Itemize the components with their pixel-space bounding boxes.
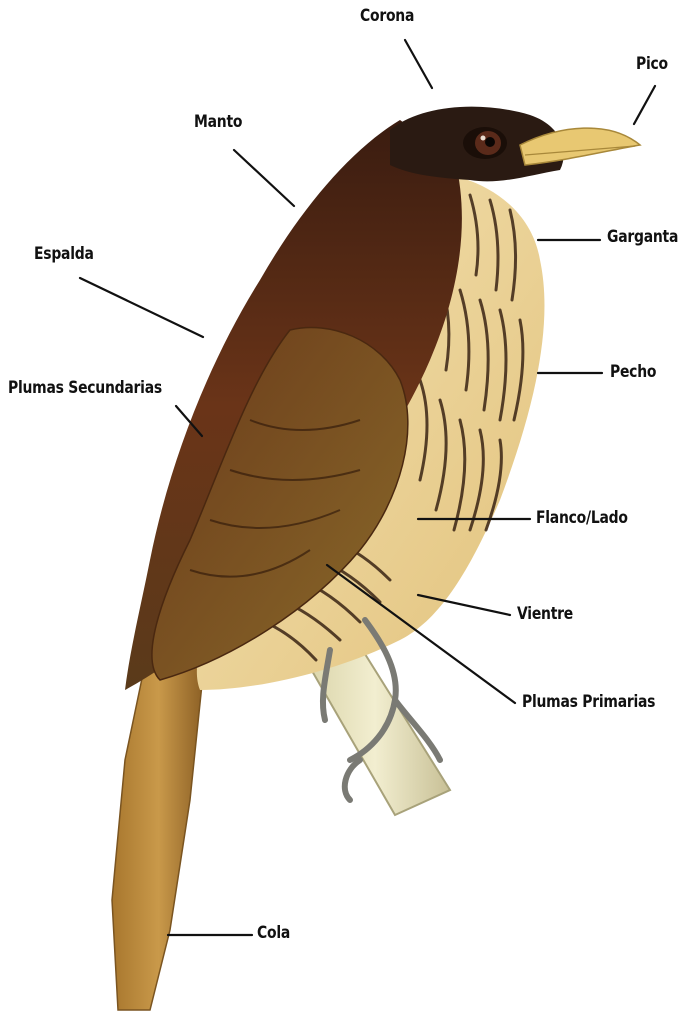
label-garganta: Garganta (607, 227, 678, 247)
leader-manto (234, 150, 294, 206)
label-pico: Pico (636, 54, 668, 74)
label-corona: Corona (360, 6, 414, 26)
leader-espalda (80, 278, 203, 337)
label-espalda: Espalda (34, 244, 94, 264)
label-vientre: Vientre (517, 604, 573, 624)
label-manto: Manto (194, 112, 242, 132)
label-plumas-primarias: Plumas Primarias (522, 692, 655, 712)
tail (112, 640, 205, 1010)
leader-corona (405, 40, 432, 88)
label-plumas-secundarias: Plumas Secundarias (8, 378, 162, 398)
label-pecho: Pecho (610, 362, 656, 382)
leader-pico (634, 86, 655, 124)
label-flanco-lado: Flanco/Lado (536, 508, 628, 528)
label-cola: Cola (257, 923, 290, 943)
